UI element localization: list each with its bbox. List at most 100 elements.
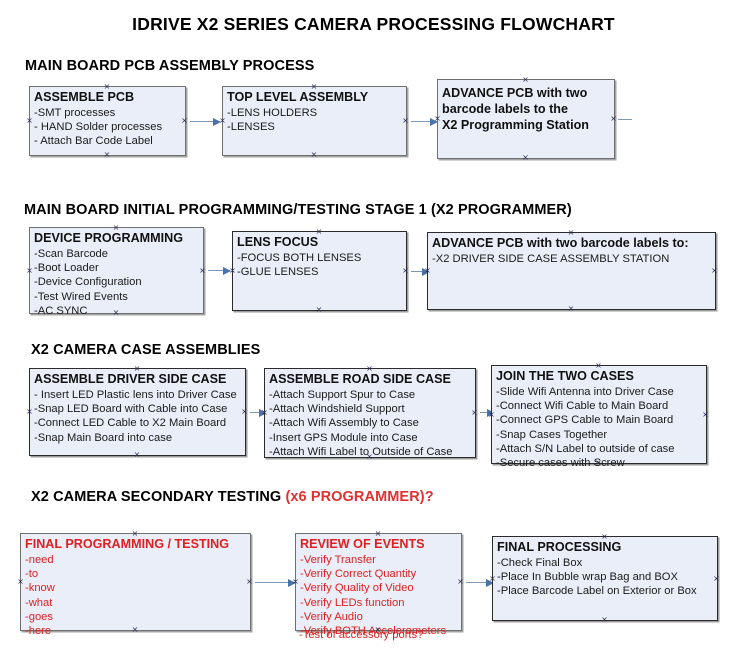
list-item: -Test Wired Events [34,290,128,303]
list-item: -Snap LED Board with Cable into Case [34,403,228,416]
list-item: -Check Final Box [497,557,583,569]
box-title: ASSEMBLE PCB [34,90,135,104]
box-item-list: -Scan Barcode -Boot Loader -Device Confi… [34,247,201,318]
list-item: -X2 DRIVER SIDE CASE ASSEMBLY STATION [432,253,670,265]
box-advance-pcb-programming-station[interactable]: ADVANCE PCB with two barcode labels to t… [437,79,615,159]
box-assemble-road-side-case[interactable]: ASSEMBLE ROAD SIDE CASE -Attach Support … [264,368,476,458]
handle-left-icon[interactable] [26,117,33,124]
box-title: ADVANCE PCB with two [442,86,588,100]
section-heading-text: MAIN BOARD PCB ASSEMBLY PROCESS [25,58,315,74]
list-item: -here [25,625,52,638]
section-heading-secondary-testing: X2 CAMERA SECONDARY TESTING (x6 PROGRAMM… [31,489,434,505]
connector-top-level-to-advance-pcb [411,117,438,126]
list-item: -Attach Windshield Support [269,403,405,416]
handle-top-icon[interactable] [316,228,323,235]
handle-top-icon[interactable] [595,362,602,369]
box-join-the-two-cases[interactable]: JOIN THE TWO CASES -Slide Wifi Antenna i… [491,362,707,469]
list-item: -Boot Loader [34,262,99,275]
box-item-list: -X2 DRIVER SIDE CASE ASSEMBLY STATION [432,252,713,266]
box-title: REVIEW OF EVENTS [300,537,425,551]
box-review-of-events[interactable]: REVIEW OF EVENTS -Verify Transfer -Verif… [295,530,462,637]
connector-final-programming-to-review-events [255,578,296,587]
handle-bottom-icon[interactable] [568,305,575,312]
box-title: ASSEMBLE DRIVER SIDE CASE [34,372,227,386]
box-item-list: - Insert LED Plastic lens into Driver Ca… [34,388,243,445]
box-advance-pcb-driver-side-case[interactable]: ADVANCE PCB with two barcode labels to: … [427,232,716,310]
list-item: -Attach Support Spur to Case [269,389,416,401]
handle-top-icon[interactable] [522,76,529,83]
box-item-list: -Check Final Box -Place In Bubble wrap B… [497,556,715,599]
list-item: - Attach Bar Code Label [34,135,153,148]
list-item: -Verify Correct Quantity [300,568,417,581]
handle-top-icon[interactable] [134,365,141,372]
handle-bottom-icon[interactable] [104,151,111,158]
connector-device-programming-to-lens-focus [208,266,231,275]
list-item: -need [25,554,54,566]
section-heading-accent-text: (x6 PROGRAMMER)? [285,489,434,505]
box-title: LENS FOCUS [237,235,319,249]
list-item: -what [25,596,53,609]
handle-bottom-icon[interactable] [522,154,529,161]
list-item: -FOCUS BOTH LENSES [237,252,362,264]
list-item: -GLUE LENSES [237,266,319,279]
handle-bottom-icon[interactable] [601,616,608,623]
list-item: -Insert GPS Module into Case [269,431,418,444]
list-item: -Connect Wifi Cable to Main Board [496,400,669,413]
box-title: FINAL PROGRAMMING / TESTING [25,537,230,551]
connector-lens-focus-to-advance-pcb [411,267,430,276]
box-title: ADVANCE PCB with two barcode labels to: [432,236,689,250]
list-item: -Verify BOTH Accelerometers [300,625,447,638]
box-final-programming-testing[interactable]: FINAL PROGRAMMING / TESTING -need -to -k… [17,530,251,637]
page-title: IDRIVE X2 SERIES CAMERA PROCESSING FLOWC… [132,14,615,34]
handle-top-icon[interactable] [311,83,318,90]
connector-driver-case-to-road-case [250,408,267,417]
list-item: -LENS HOLDERS [227,107,318,119]
box-assemble-pcb[interactable]: ASSEMBLE PCB -SMT processes - HAND Solde… [29,86,186,156]
handle-top-icon[interactable] [132,530,139,537]
handle-top-icon[interactable] [104,83,111,90]
review-of-events-overflow-item: -Test of accessory ports? [299,629,424,641]
list-item: -Place In Bubble wrap Bag and BOX [497,571,678,584]
list-item: -Snap Cases Together [496,428,608,441]
list-item: -Verify Transfer [300,554,376,566]
list-item: -Verify Quality of Video [300,582,414,595]
section-heading-text: X2 CAMERA CASE ASSEMBLIES [31,342,261,358]
box-top-level-assembly[interactable]: TOP LEVEL ASSEMBLY -LENS HOLDERS -LENSES [222,86,407,156]
list-item: -Verify LEDs function [300,596,405,609]
handle-bottom-icon[interactable] [134,451,141,458]
handle-top-icon[interactable] [568,229,575,236]
handle-bottom-icon[interactable] [311,151,318,158]
box-final-processing[interactable]: FINAL PROCESSING -Check Final Box -Place… [492,536,718,621]
list-item: -Attach S/N Label to outside of case [496,442,675,455]
handle-top-icon[interactable] [375,530,382,537]
box-title: JOIN THE TWO CASES [496,369,634,383]
handle-left-icon[interactable] [26,408,33,415]
box-title: FINAL PROCESSING [497,540,622,554]
handle-right-icon[interactable] [711,267,718,274]
list-item: -goes [25,610,53,623]
box-item-list: -need -to -know -what -goes -here [25,553,248,638]
handle-top-icon[interactable] [366,365,373,372]
list-item: -AC SYNC [34,304,88,317]
list-item: -Attach Wifi Label to Outside of Case [269,445,453,458]
list-item: -Slide Wifi Antenna into Driver Case [496,386,674,398]
handle-bottom-icon[interactable] [316,306,323,313]
section-heading-camera-case-assemblies: X2 CAMERA CASE ASSEMBLIES [31,342,260,358]
handle-top-icon[interactable] [113,224,120,231]
list-item: -SMT processes [34,107,116,119]
box-lens-focus[interactable]: LENS FOCUS -FOCUS BOTH LENSES -GLUE LENS… [232,231,407,311]
box-title-line3: X2 Programming Station [442,118,589,132]
section-heading-initial-programming-testing: MAIN BOARD INITIAL PROGRAMMING/TESTING S… [24,202,572,218]
handle-left-icon[interactable] [26,267,33,274]
box-title-line2: barcode labels to the [442,102,568,116]
list-item: -Verify Audio [300,610,363,623]
section-heading-text: MAIN BOARD INITIAL PROGRAMMING/TESTING S… [24,202,572,218]
box-item-list: -LENS HOLDERS -LENSES [227,106,404,134]
box-title: ASSEMBLE ROAD SIDE CASE [269,372,451,386]
handle-top-icon[interactable] [601,533,608,540]
handle-left-icon[interactable] [17,578,24,585]
box-assemble-driver-side-case[interactable]: ASSEMBLE DRIVER SIDE CASE - Insert LED P… [29,368,246,456]
box-device-programming[interactable]: DEVICE PROGRAMMING -Scan Barcode -Boot L… [26,224,204,317]
list-item: -Place Barcode Label on Exterior or Box [497,585,697,598]
